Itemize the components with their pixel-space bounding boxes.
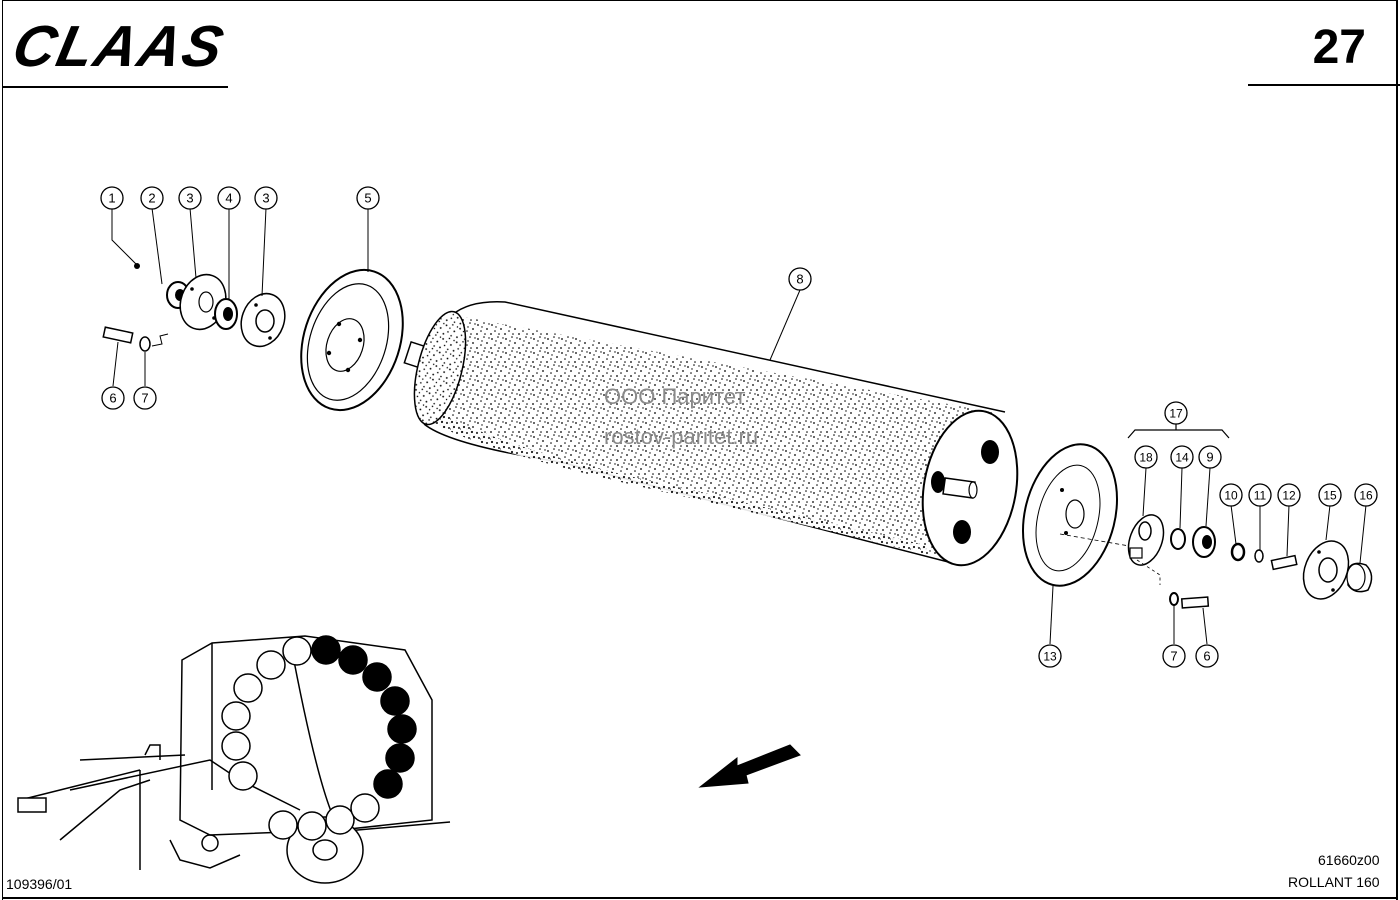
callout-label: 5 (364, 191, 371, 206)
callout-c7b: 7 (1162, 644, 1186, 668)
callout-label: 11 (1254, 489, 1267, 503)
brand-underline (2, 86, 228, 88)
callout-circle (133, 386, 157, 410)
callout-circle (100, 186, 124, 210)
right-bearing-parts (1127, 424, 1373, 609)
callout-c7a: 7 (133, 386, 157, 410)
callout-circle (178, 186, 202, 210)
callout-c2: 2 (140, 186, 164, 210)
callout-label: 7 (1170, 649, 1177, 664)
watermark-company: ООО Паритет (604, 384, 746, 409)
page-number: 27 (1312, 21, 1366, 74)
frame-left-border (2, 0, 3, 900)
callout-circle (1170, 445, 1194, 469)
callout-c14: 14 (1170, 445, 1194, 469)
callout-label: 14 (1175, 451, 1189, 465)
callout-circle (356, 186, 380, 210)
callout-circle (1277, 483, 1301, 507)
callout-c13: 13 (1038, 644, 1062, 668)
callout-label: 12 (1282, 489, 1296, 503)
callout-circle (1354, 483, 1378, 507)
callout-label: 1 (108, 191, 115, 206)
callout-circle (254, 186, 278, 210)
callout-c8: 8 (788, 267, 812, 291)
callout-label: 3 (262, 191, 269, 206)
callout-label: 13 (1043, 650, 1057, 664)
frame-top-border (2, 0, 1398, 1)
callout-c11: 11 (1248, 483, 1272, 507)
flange-disc-left (300, 268, 404, 412)
callout-c1: 1 (100, 186, 124, 210)
callout-c3b: 3 (254, 186, 278, 210)
callout-circle (101, 386, 125, 410)
watermark-website: rostov-paritet.ru (604, 424, 759, 449)
callout-label: 4 (225, 191, 232, 206)
callout-label: 6 (1203, 649, 1210, 664)
flange-disc-right (1021, 443, 1136, 587)
callout-c4: 4 (217, 186, 241, 210)
callout-label: 10 (1224, 489, 1238, 503)
callout-c18: 18 (1134, 445, 1158, 469)
callout-c15: 15 (1318, 483, 1342, 507)
document-code: 109396/01 (6, 876, 73, 892)
leader-lines (111, 207, 1367, 645)
callout-circle (1219, 483, 1243, 507)
frame-bottom-border (2, 897, 1398, 899)
callout-label: 8 (796, 272, 803, 287)
callout-label: 2 (148, 191, 155, 206)
roller-drum (403, 301, 1019, 567)
callout-c6a: 6 (101, 386, 125, 410)
callout-c6b: 6 (1195, 644, 1219, 668)
callout-circle (1164, 401, 1188, 425)
callout-label: 6 (109, 391, 116, 406)
baler-machine-silhouette (17, 635, 451, 884)
drawing-code: 61660z00 (1318, 852, 1380, 868)
callout-label: 7 (141, 391, 148, 406)
callout-c17: 17 (1164, 401, 1188, 425)
callout-c3a: 3 (178, 186, 202, 210)
callout-label: 17 (1169, 407, 1183, 421)
callout-label: 18 (1139, 451, 1153, 465)
left-bearing-parts (102, 263, 286, 352)
callout-c9: 9 (1198, 445, 1222, 469)
callout-circle (1248, 483, 1272, 507)
callout-circle (1134, 445, 1158, 469)
callout-circle (1038, 644, 1062, 668)
callout-c5: 5 (356, 186, 380, 210)
callout-c16: 16 (1354, 483, 1378, 507)
callout-label: 15 (1323, 489, 1337, 503)
callout-label: 9 (1206, 450, 1213, 465)
callout-circle (1318, 483, 1342, 507)
callout-label: 3 (186, 191, 193, 206)
model-name: ROLLANT 160 (1288, 874, 1380, 890)
callout-circle (217, 186, 241, 210)
callout-circle (1198, 445, 1222, 469)
page-number-underline (1248, 84, 1400, 86)
callout-circle (1195, 644, 1219, 668)
callout-c12: 12 (1277, 483, 1301, 507)
callout-circle (1162, 644, 1186, 668)
callout-circle (788, 267, 812, 291)
callout-circle (140, 186, 164, 210)
callout-c10: 10 (1219, 483, 1243, 507)
frame-right-border (1396, 0, 1398, 900)
callout-label: 16 (1359, 489, 1373, 503)
direction-arrow (698, 744, 801, 788)
